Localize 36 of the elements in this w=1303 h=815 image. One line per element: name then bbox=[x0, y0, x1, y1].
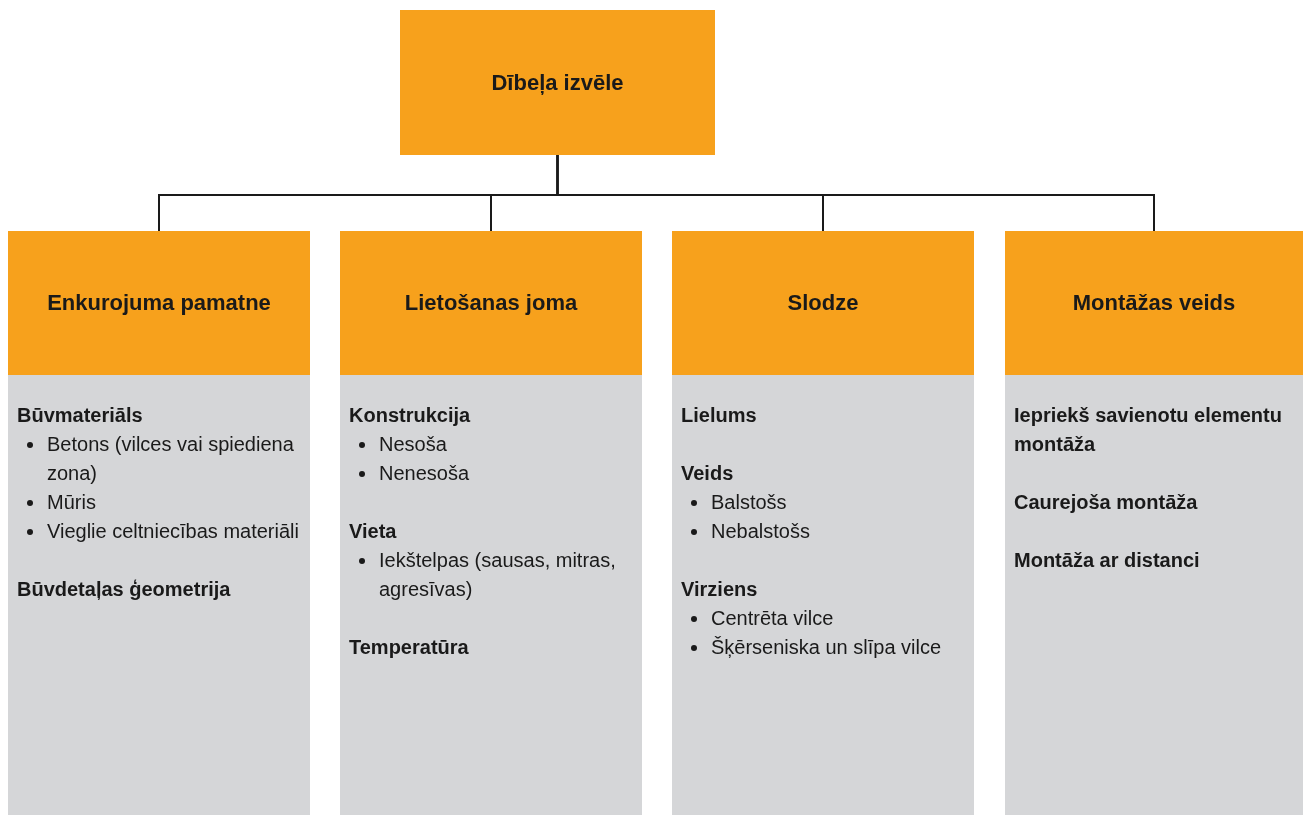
text: Iekštelpas (sausas, mitras, agresīvas) bbox=[379, 549, 616, 600]
text: Nenesoša bbox=[379, 462, 470, 484]
text: Balstošs bbox=[711, 491, 787, 513]
text: Nesoša bbox=[379, 433, 447, 455]
connector-line bbox=[556, 154, 1155, 232]
text: Šķērseniska un slīpa vilce bbox=[711, 636, 942, 658]
heading-box bbox=[8, 231, 310, 375]
text: Nebalstošs bbox=[711, 520, 810, 542]
subheading: Virziens bbox=[681, 577, 759, 602]
subheading: Iepriekš savienotu elementu montāža bbox=[1014, 403, 1283, 457]
content-panel bbox=[340, 375, 642, 815]
heading-text: Lietošanas joma bbox=[404, 290, 578, 316]
subheading: Būvmateriāls bbox=[17, 403, 144, 428]
text: Betons (vilces vai spiediena zona) bbox=[47, 433, 294, 484]
heading-box bbox=[1005, 231, 1303, 375]
heading-box bbox=[400, 10, 715, 155]
subheading: Vieta bbox=[349, 519, 398, 544]
text: Vieglie celtniecības materiāli bbox=[47, 520, 299, 542]
heading-box bbox=[340, 231, 642, 375]
subheading: Veids bbox=[681, 461, 735, 486]
subheading: Būvdetaļas ģeometrija bbox=[17, 577, 232, 602]
content-panel bbox=[672, 375, 974, 815]
content-panel bbox=[1005, 375, 1303, 815]
heading-text: Dībeļa izvēle bbox=[491, 69, 624, 96]
subheading: Temperatūra bbox=[349, 635, 470, 660]
heading-text: Enkurojuma pamatne bbox=[47, 290, 271, 316]
text: Mūris bbox=[47, 491, 96, 513]
heading-text: Montāžas veids bbox=[1072, 290, 1236, 316]
subheading: Montāža ar distanci bbox=[1014, 548, 1201, 573]
subheading: Lielums bbox=[681, 403, 758, 428]
content-panel bbox=[8, 375, 310, 815]
text: Centrēta vilce bbox=[711, 607, 834, 629]
heading-box bbox=[672, 231, 974, 375]
heading-text: Slodze bbox=[787, 290, 859, 316]
subheading: Konstrukcija bbox=[349, 403, 472, 428]
subheading: Caurejoša montāža bbox=[1014, 490, 1199, 515]
